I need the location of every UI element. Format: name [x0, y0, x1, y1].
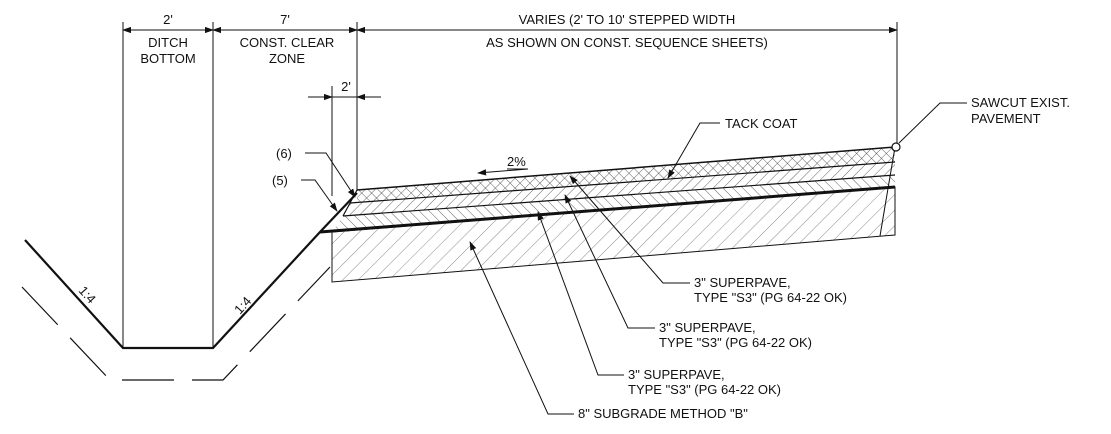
ditch-width-label: 2'	[163, 12, 173, 27]
slope-label: 2%	[507, 154, 526, 169]
superpave-1-line1: 3" SUPERPAVE,	[694, 275, 791, 290]
right-slope-label: 1:4	[231, 294, 254, 317]
note-6-label: (6)	[276, 146, 292, 161]
sawcut-line2: PAVEMENT	[971, 111, 1041, 126]
subgrade-label: 8" SUBGRADE METHOD "B"	[578, 406, 748, 421]
superpave-1-line2: TYPE "S3" (PG 64-22 OK)	[694, 290, 847, 305]
sawcut-line1: SAWCUT EXIST.	[971, 95, 1070, 110]
ditch-profile	[21, 192, 358, 381]
varies-line2: AS SHOWN ON CONST. SEQUENCE SHEETS)	[486, 35, 768, 50]
sawcut-marker	[891, 102, 967, 152]
note-5-label: (5)	[272, 173, 288, 188]
tack-coat-label: TACK COAT	[725, 116, 798, 131]
superpave-2-line1: 3" SUPERPAVE,	[659, 320, 756, 335]
superpave-3-line1: 3" SUPERPAVE,	[628, 367, 725, 382]
superpave-2-line2: TYPE "S3" (PG 64-22 OK)	[659, 335, 812, 350]
ditch-label-line2: BOTTOM	[140, 51, 195, 66]
left-slope-label: 1:4	[76, 283, 99, 306]
varies-line1: VARIES (2' TO 10' STEPPED WIDTH	[519, 12, 736, 27]
ditch-label-line1: DITCH	[148, 35, 188, 50]
leader-lines	[301, 122, 720, 415]
superpave-3-line2: TYPE "S3" (PG 64-22 OK)	[628, 382, 781, 397]
offset-label: 2'	[341, 79, 351, 94]
labels: 2' DITCH BOTTOM 7' CONST. CLEAR ZONE VAR…	[76, 12, 1070, 421]
clear-zone-line1: CONST. CLEAR	[240, 35, 335, 50]
clear-zone-line2: ZONE	[269, 51, 305, 66]
pavement-layers	[319, 146, 896, 237]
dimension-lines	[122, 22, 898, 348]
clear-width-label: 7'	[280, 12, 290, 27]
